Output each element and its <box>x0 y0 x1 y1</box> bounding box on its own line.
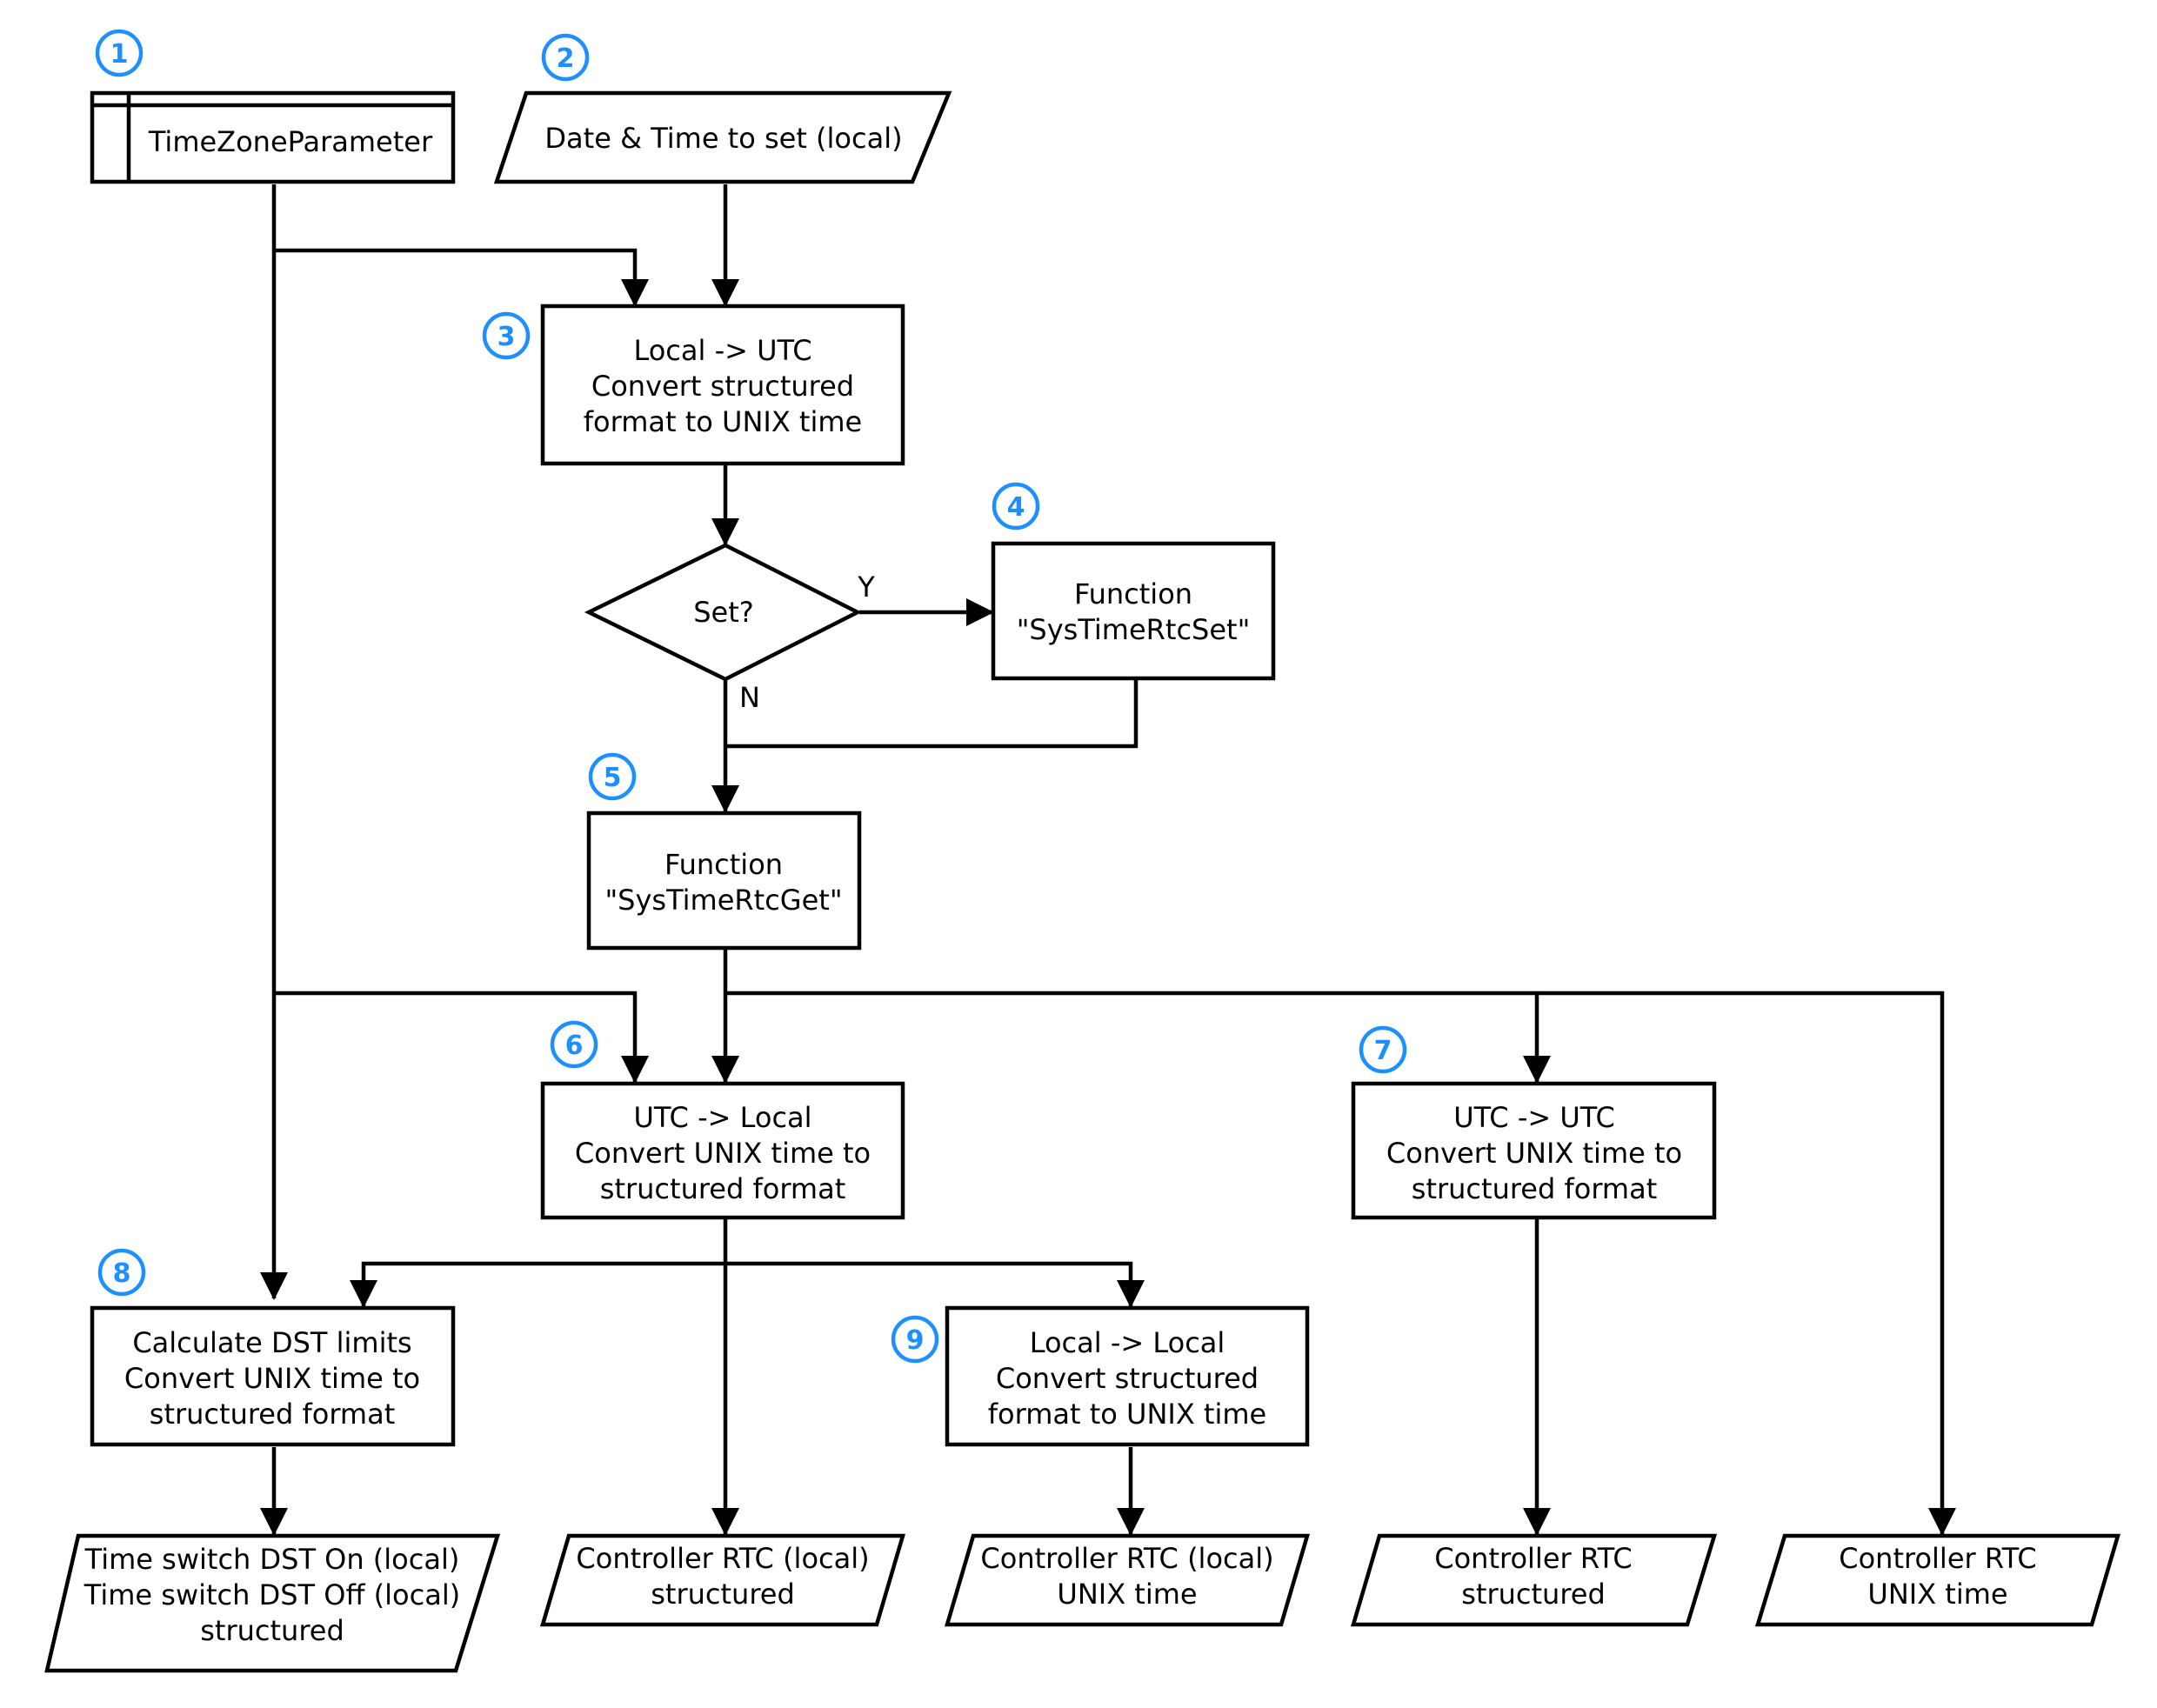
edge-tz-to-local-utc <box>274 248 649 307</box>
label-utc-to-utc-1: UTC -> UTC <box>1453 1101 1615 1134</box>
label-local-to-local-3: format to UNIX time <box>988 1398 1266 1431</box>
edge-utc-local-to-local-local <box>725 1261 1145 1308</box>
node-utc-to-local: UTC -> Local Convert UNIX time to struct… <box>540 1081 905 1220</box>
label-out-dst-2: Time switch DST Off (local) <box>83 1578 460 1611</box>
node-out-rtc-unix: Controller RTC UNIX time <box>1754 1533 2121 1627</box>
label-out-dst-3: structured <box>200 1614 344 1647</box>
label-out-dst-1: Time switch DST On (local) <box>84 1543 460 1576</box>
label-local-to-utc-3: format to UNIX time <box>584 405 862 438</box>
label-calc-dst-3: structured format <box>150 1398 395 1431</box>
label-out-rtc-local-unix-2: UNIX time <box>1057 1578 1197 1611</box>
svg-text:4: 4 <box>1007 492 1025 523</box>
svg-text:6: 6 <box>565 1031 584 1061</box>
label-decision-yes: Y <box>857 570 875 604</box>
svg-text:1: 1 <box>110 39 129 70</box>
label-local-to-utc-1: Local -> UTC <box>633 334 811 367</box>
label-rtc-get-2: "SysTimeRtcGet" <box>604 884 842 917</box>
label-out-rtc-local-structured-2: structured <box>651 1578 795 1611</box>
svg-text:9: 9 <box>906 1325 925 1356</box>
label-rtc-get-1: Function <box>664 848 783 881</box>
node-timezone-parameter: TimeZoneParameter <box>90 90 456 184</box>
node-out-rtc-structured: Controller RTC structured <box>1350 1533 1718 1627</box>
label-utc-to-local-2: Convert UNIX time to <box>575 1137 871 1170</box>
node-local-to-utc: Local -> UTC Convert structured format t… <box>540 304 905 466</box>
label-out-rtc-unix-2: UNIX time <box>1867 1578 2007 1611</box>
label-decision-no: N <box>739 681 760 714</box>
node-utc-to-utc: UTC -> UTC Convert UNIX time to structur… <box>1351 1081 1717 1220</box>
label-local-to-utc-2: Convert structured <box>591 370 854 403</box>
node-calc-dst: Calculate DST limits Convert UNIX time t… <box>90 1305 456 1447</box>
node-out-rtc-local-structured: Controller RTC (local) structured <box>539 1533 906 1627</box>
svg-text:7: 7 <box>1374 1036 1392 1066</box>
label-out-rtc-local-structured-1: Controller RTC (local) <box>576 1542 869 1575</box>
label-out-rtc-structured-1: Controller RTC <box>1434 1542 1633 1575</box>
edge-tz-to-utc-local <box>274 991 649 1084</box>
label-out-rtc-structured-2: structured <box>1461 1578 1606 1611</box>
label-local-to-local-1: Local -> Local <box>1030 1326 1225 1359</box>
label-local-to-local-2: Convert structured <box>996 1362 1259 1395</box>
badge-3: 3 <box>482 311 531 360</box>
label-rtc-set-1: Function <box>1074 577 1192 610</box>
node-out-rtc-local-unix: Controller RTC (local) UNIX time <box>944 1533 1311 1627</box>
svg-text:5: 5 <box>604 763 622 793</box>
label-out-rtc-unix-1: Controller RTC <box>1839 1542 2037 1575</box>
node-local-to-local: Local -> Local Convert structured format… <box>945 1305 1310 1447</box>
node-set-decision: Set? Y N <box>584 543 875 714</box>
badge-5: 5 <box>588 752 637 801</box>
badge-7: 7 <box>1359 1025 1407 1074</box>
label-timezone-parameter: TimeZoneParameter <box>148 125 433 158</box>
label-datetime-input: Date & Time to set (local) <box>544 122 902 155</box>
label-rtc-set-2: "SysTimeRtcSet" <box>1017 613 1251 646</box>
badge-8: 8 <box>97 1248 146 1297</box>
svg-text:3: 3 <box>498 322 516 352</box>
step-badges: 1 2 3 4 5 6 7 8 <box>95 29 1407 1364</box>
label-calc-dst-1: Calculate DST limits <box>132 1326 411 1359</box>
node-rtc-get: Function "SysTimeRtcGet" <box>586 811 862 951</box>
svg-text:8: 8 <box>113 1258 131 1289</box>
label-out-rtc-local-unix-1: Controller RTC (local) <box>980 1542 1273 1575</box>
svg-text:2: 2 <box>557 43 575 74</box>
label-set-decision: Set? <box>693 596 754 629</box>
edge-rtc-get-to-utc-utc <box>725 991 1551 1084</box>
node-datetime-input: Date & Time to set (local) <box>493 90 952 184</box>
edge-rtc-set-merge <box>725 680 1139 749</box>
edge-utc-local-to-calc-dst <box>350 1261 725 1308</box>
node-rtc-set: Function "SysTimeRtcSet" <box>991 541 1276 681</box>
badge-6: 6 <box>550 1020 598 1069</box>
label-utc-to-local-1: UTC -> Local <box>633 1101 811 1134</box>
label-utc-to-utc-3: structured format <box>1412 1172 1657 1205</box>
label-utc-to-local-3: structured format <box>600 1172 845 1205</box>
badge-9: 9 <box>891 1315 939 1364</box>
badge-1: 1 <box>95 29 144 77</box>
label-utc-to-utc-2: Convert UNIX time to <box>1386 1137 1682 1170</box>
node-out-dst: Time switch DST On (local) Time switch D… <box>44 1533 501 1673</box>
badge-2: 2 <box>541 33 590 82</box>
connectors <box>260 184 1956 1536</box>
badge-4: 4 <box>992 482 1040 530</box>
label-calc-dst-2: Convert UNIX time to <box>124 1362 420 1395</box>
edge-rtc-get-to-out-unix <box>1537 991 1956 1536</box>
